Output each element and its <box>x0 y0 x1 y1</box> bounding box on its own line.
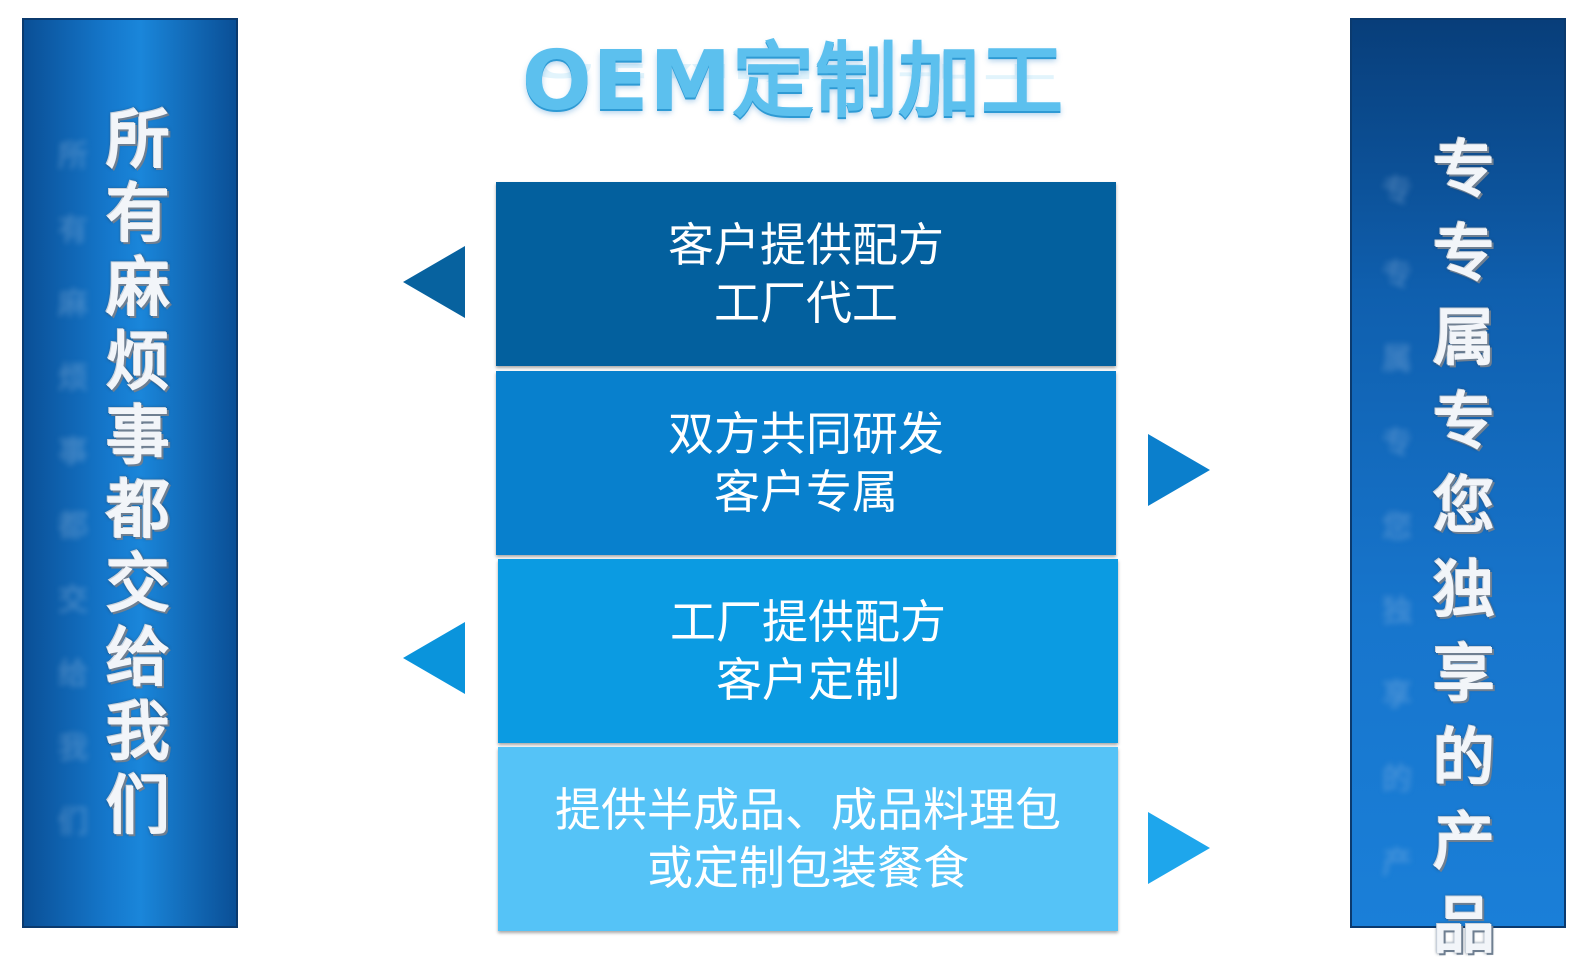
right-banner-char: 的 <box>1432 721 1495 794</box>
left-banner-char: 烦 <box>106 326 170 400</box>
step-4-line-2: 或定制包装餐食 <box>647 841 969 895</box>
page-title-reflection: OEM定制加工 <box>0 64 1586 82</box>
right-banner-char: 您 <box>1432 469 1495 542</box>
step-box-1: 客户提供配方 工厂代工 <box>496 182 1116 366</box>
right-banner-char: 享 <box>1432 637 1495 710</box>
right-banner-char: 品 <box>1432 889 1495 962</box>
left-banner-char: 都 <box>106 474 170 548</box>
right-banner: 专专属专您独享的产 专 专 属 专 您 独 享 的 产 品 <box>1350 18 1566 962</box>
step-4-line-1: 提供半成品、成品料理包 <box>555 783 1061 837</box>
left-banner-char: 们 <box>106 770 170 844</box>
left-banner-char: 给 <box>106 622 170 696</box>
right-banner-text: 专 专 属 专 您 独 享 的 产 品 <box>1414 128 1514 968</box>
page-title: OEM定制加工 <box>521 34 1065 129</box>
right-banner-char: 专 <box>1432 217 1495 290</box>
right-banner-char: 独 <box>1432 553 1495 626</box>
arrow-right-icon <box>1148 434 1210 506</box>
step-2-line-2: 客户专属 <box>714 465 898 519</box>
step-box-2: 双方共同研发 客户专属 <box>496 371 1116 555</box>
left-banner-char: 交 <box>106 548 170 622</box>
arrow-left-icon <box>403 246 465 318</box>
right-banner-char: 专 <box>1432 133 1495 206</box>
step-2-line-1: 双方共同研发 <box>668 407 944 461</box>
left-banner-text: 所 有 麻 烦 事 都 交 给 我 们 <box>88 104 188 844</box>
step-3-line-1: 工厂提供配方 <box>670 595 946 649</box>
arrow-left-icon <box>403 622 465 694</box>
step-box-3: 工厂提供配方 客户定制 <box>498 559 1118 743</box>
left-banner-char: 麻 <box>106 252 170 326</box>
left-banner: 所有麻烦事都交给我们 所 有 麻 烦 事 都 交 给 我 们 <box>22 18 238 928</box>
step-1-line-1: 客户提供配方 <box>668 218 944 272</box>
left-banner-char: 事 <box>106 400 170 474</box>
step-1-line-2: 工厂代工 <box>714 276 898 330</box>
left-banner-char: 我 <box>106 696 170 770</box>
right-banner-char: 产 <box>1432 805 1495 878</box>
left-banner-char: 所 <box>106 104 170 178</box>
left-banner-char: 有 <box>106 178 170 252</box>
right-banner-char: 属 <box>1432 301 1495 374</box>
step-box-4: 提供半成品、成品料理包 或定制包装餐食 <box>498 747 1118 931</box>
right-banner-ghost-text: 专专属专您独享的产 <box>1382 174 1412 881</box>
left-banner-ghost-text: 所有麻烦事都交给我们 <box>58 139 88 840</box>
right-banner-char: 专 <box>1432 385 1495 458</box>
step-3-line-2: 客户定制 <box>716 653 900 707</box>
arrow-right-icon <box>1148 812 1210 884</box>
